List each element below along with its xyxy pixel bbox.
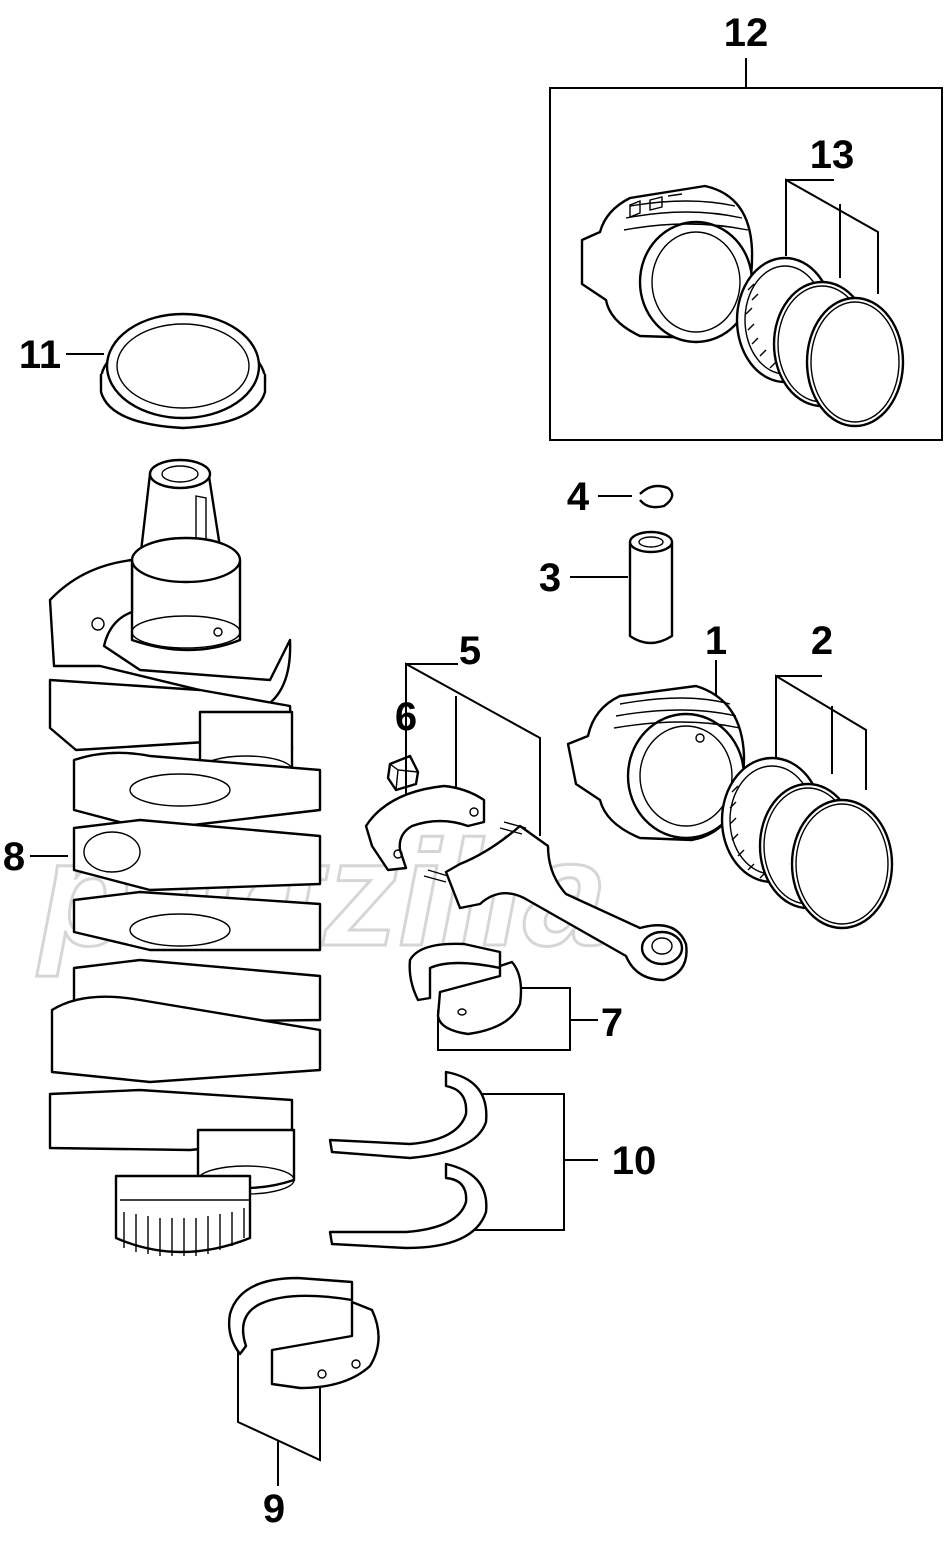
main-bearing[interactable] xyxy=(227,1276,380,1390)
piston-pin[interactable] xyxy=(628,530,674,645)
callout-13: 13 xyxy=(810,133,855,177)
callout-1: 1 xyxy=(705,619,727,663)
oil-seal[interactable] xyxy=(99,312,267,430)
callout-10: 10 xyxy=(612,1139,657,1183)
callout-4: 4 xyxy=(567,475,590,519)
piston-pin-clip[interactable] xyxy=(639,484,674,509)
callout-7: 7 xyxy=(601,1001,623,1045)
callout-2: 2 xyxy=(811,619,833,663)
callout-9: 9 xyxy=(263,1487,285,1531)
callout-6: 6 xyxy=(395,695,417,739)
piston-kit-ring-set[interactable] xyxy=(735,256,905,428)
crankshaft[interactable] xyxy=(48,458,322,1256)
callout-12: 12 xyxy=(724,11,769,55)
callout-5: 5 xyxy=(459,629,481,673)
piston-ring-set[interactable] xyxy=(720,756,894,930)
thrust-washer-upper[interactable] xyxy=(328,1070,488,1160)
callout-8: 8 xyxy=(3,835,25,879)
connecting-rod[interactable] xyxy=(364,784,688,982)
rod-nut[interactable] xyxy=(386,754,420,792)
piston[interactable] xyxy=(566,684,746,842)
thrust-washer-lower[interactable] xyxy=(328,1162,488,1250)
rod-bearing[interactable] xyxy=(408,942,523,1036)
piston-kit-piston[interactable] xyxy=(580,184,754,344)
callout-11: 11 xyxy=(19,333,61,377)
callout-3: 3 xyxy=(539,556,561,600)
